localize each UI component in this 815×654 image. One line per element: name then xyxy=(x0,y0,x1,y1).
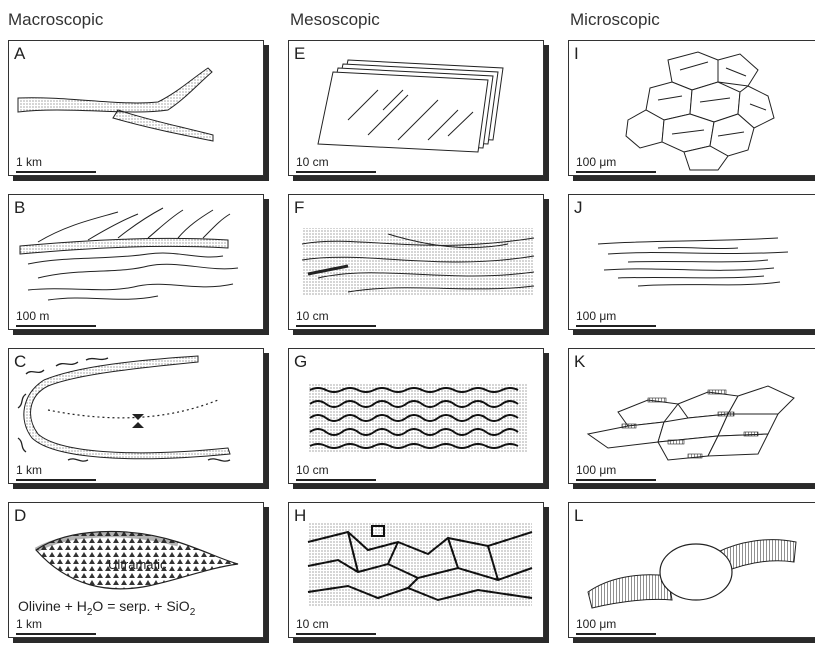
scale-bar xyxy=(576,325,656,327)
panel-k-letter: K xyxy=(574,352,585,372)
panel-k: K 100 μm xyxy=(568,348,815,491)
scale-bar xyxy=(576,479,656,481)
heading-microscopic: Microscopic xyxy=(570,10,660,30)
panel-b-scale-label: 100 m xyxy=(16,309,49,323)
panel-c: C 1 km xyxy=(8,348,272,491)
panel-f-letter: F xyxy=(294,198,304,218)
serpentinization-equation: Olivine + H2O = serp. + SiO2 xyxy=(18,598,195,618)
panel-d: D Ultramafic Olivine + H2O = serp. + SiO… xyxy=(8,502,272,645)
panel-c-scale-label: 1 km xyxy=(16,463,42,477)
scale-bar xyxy=(296,479,376,481)
panel-i-scale-label: 100 μm xyxy=(576,155,616,169)
panel-e-letter: E xyxy=(294,44,305,64)
panel-h-scale: 10 cm xyxy=(296,617,329,631)
panel-j: J 100 μm xyxy=(568,194,815,337)
heading-mesoscopic: Mesoscopic xyxy=(290,10,380,30)
panel-l-scale-label: 100 μm xyxy=(576,617,616,631)
panel-i: I 100 μm xyxy=(568,40,815,183)
panel-d-letter: D xyxy=(14,506,26,526)
panel-h-scale-label: 10 cm xyxy=(296,617,329,631)
panel-i-scale: 100 μm xyxy=(576,155,616,169)
scale-bar xyxy=(16,325,96,327)
panel-d-scale: 1 km xyxy=(16,617,42,631)
panel-i-letter: I xyxy=(574,44,579,64)
panel-c-scale: 1 km xyxy=(16,463,42,477)
panel-a-vein-drawing xyxy=(8,40,264,176)
panel-g-letter: G xyxy=(294,352,307,372)
panel-j-letter: J xyxy=(574,198,583,218)
panel-a-scale-label: 1 km xyxy=(16,155,42,169)
panel-b: B 100 m xyxy=(8,194,272,337)
panel-f-scale: 10 cm xyxy=(296,309,329,323)
scale-bar xyxy=(16,171,96,173)
panel-a-scale: 1 km xyxy=(16,155,42,169)
panel-e: E 10 cm xyxy=(288,40,552,183)
heading-macroscopic: Macroscopic xyxy=(8,10,103,30)
scale-bar xyxy=(576,171,656,173)
scale-bar xyxy=(296,633,376,635)
scale-bar xyxy=(576,633,656,635)
panel-k-scale: 100 μm xyxy=(576,463,616,477)
scale-bar xyxy=(16,479,96,481)
ultramafic-label: Ultramafic xyxy=(108,557,167,572)
scale-bar xyxy=(16,633,96,635)
panel-l-letter: L xyxy=(574,506,583,526)
panel-h-letter: H xyxy=(294,506,306,526)
panel-f: F 10 cm xyxy=(288,194,552,337)
panel-b-letter: B xyxy=(14,198,25,218)
panel-h: H 10 cm xyxy=(288,502,552,645)
panel-a: A 1 km xyxy=(8,40,272,183)
panel-c-fold-drawing xyxy=(8,348,264,484)
panel-l: L 100 μm xyxy=(568,502,815,645)
panel-c-letter: C xyxy=(14,352,26,372)
panel-g: G 10 cm xyxy=(288,348,552,491)
panel-a-letter: A xyxy=(14,44,25,64)
panel-j-scale: 100 μm xyxy=(576,309,616,323)
panel-l-scale: 100 μm xyxy=(576,617,616,631)
scale-bar xyxy=(296,171,376,173)
panel-g-scale: 10 cm xyxy=(296,463,329,477)
panel-e-scale-label: 10 cm xyxy=(296,155,329,169)
panel-e-scale: 10 cm xyxy=(296,155,329,169)
panel-d-scale-label: 1 km xyxy=(16,617,42,631)
panel-b-scale: 100 m xyxy=(16,309,49,323)
panel-k-scale-label: 100 μm xyxy=(576,463,616,477)
scale-bar xyxy=(296,325,376,327)
panel-f-scale-label: 10 cm xyxy=(296,309,329,323)
panel-j-scale-label: 100 μm xyxy=(576,309,616,323)
panel-g-scale-label: 10 cm xyxy=(296,463,329,477)
